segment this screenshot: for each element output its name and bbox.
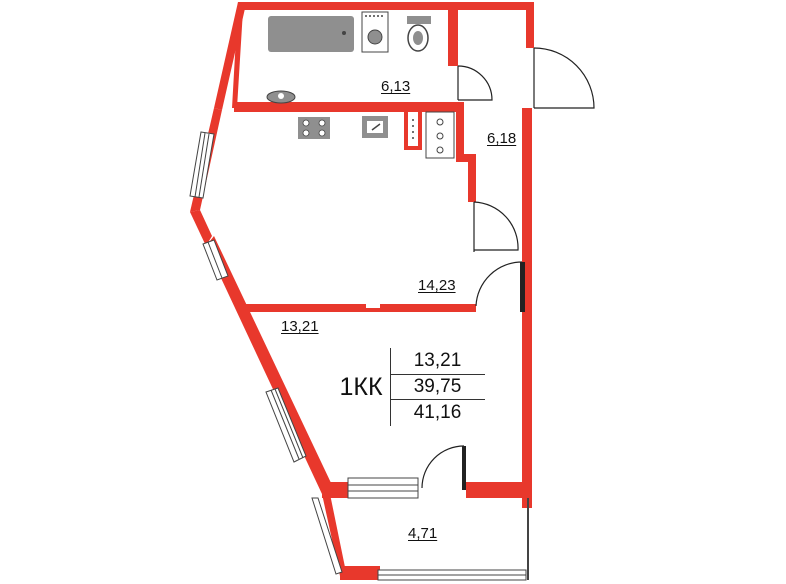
wall-bathroom-kitchen: [234, 102, 460, 112]
interior-walls: [234, 10, 476, 312]
room-area-hall: 6,18: [487, 130, 517, 147]
wall-bottom-right: [466, 482, 532, 498]
door-living-arc: [475, 261, 523, 307]
bathtub-icon: [268, 16, 354, 52]
total-with-balcony-value: 41,16: [413, 402, 462, 423]
door-living-panel: [520, 262, 525, 312]
stove-icon: [298, 117, 330, 139]
bathtub-drain-icon: [342, 31, 346, 35]
vent-icon: [412, 119, 414, 139]
wall-kitchen-living: [246, 304, 476, 312]
window-upper-left: [189, 131, 215, 199]
window-lower-left: [265, 387, 307, 463]
area-summary-table: 1КК 13,21 39,75 41,16: [332, 348, 485, 426]
window-lower-left-pane: [270, 389, 300, 460]
wall-right-main: [522, 108, 532, 508]
total-area-value: 39,75: [390, 374, 485, 400]
windows: [189, 131, 527, 581]
wall-angled-top: [214, 2, 246, 110]
wall-balcony-left: [322, 494, 346, 576]
apartment-type: 1КК: [339, 372, 383, 401]
window-balcony-door: [347, 477, 419, 499]
kitchen-fixtures: [298, 111, 455, 159]
door-balcony-arc: [421, 445, 465, 489]
wall-kitchen-corner-a: [456, 102, 464, 162]
wall-corner-left: [190, 210, 212, 246]
wall-kitchen-right: [468, 154, 476, 202]
sink-drain-icon: [278, 93, 284, 99]
niche-cut: [408, 112, 418, 146]
wall-kitchen-corner-b: [456, 154, 476, 162]
toilet-bowl-icon: [413, 31, 423, 45]
window-upper-left-pane-2: [198, 133, 210, 198]
living-area-value: 13,21: [413, 350, 462, 371]
window-lower-left-pane-2: [274, 388, 304, 459]
room-area-living: 13,21: [281, 318, 319, 335]
door-entrance-arc: [533, 47, 595, 109]
faucet-icon: [371, 123, 381, 131]
door-balcony-panel: [462, 446, 466, 490]
room-area-balcony: 4,71: [408, 525, 438, 542]
wall-angled-lower: [206, 236, 332, 494]
bathroom-fixtures: [266, 11, 431, 104]
window-upper-left-pane: [194, 132, 206, 198]
toilet-tank-icon: [407, 16, 431, 24]
wall-bathroom-right: [448, 10, 458, 66]
window-balcony-left: [311, 497, 343, 575]
opening-marker: [366, 302, 380, 308]
window-middle-left-pane: [207, 241, 223, 279]
washing-machine-drum-icon: [367, 29, 383, 45]
summary-divider: [390, 348, 391, 426]
door-bathroom-arc: [457, 65, 493, 101]
wall-balcony-bottom: [340, 566, 380, 580]
wall-right-top: [526, 2, 534, 48]
room-area-kitchen: 14,23: [418, 277, 456, 294]
door-kitchen-arc: [473, 201, 519, 251]
summary-values: 13,21 39,75 41,16: [390, 348, 485, 426]
room-area-bathroom: 6,13: [381, 78, 411, 95]
